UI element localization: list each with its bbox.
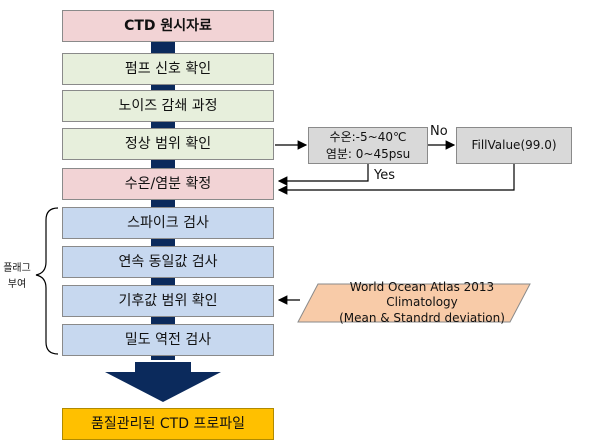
flag-label-line2: 부여 <box>7 279 27 290</box>
reference-line2: (Mean & Standrd deviation) <box>339 310 505 325</box>
down-arrow-icon <box>105 362 221 402</box>
arrow-yes <box>277 164 369 186</box>
step-final-profile: 품질관리된 CTD 프로파일 <box>62 408 274 440</box>
no-label: No <box>430 124 448 139</box>
arrow-fillvalue-return <box>277 164 515 195</box>
reference-line1: World Ocean Atlas 2013 Climatology <box>349 279 495 310</box>
step-confirm: 수온/염분 확정 <box>62 168 274 200</box>
flag-label-line1: 플래그 <box>3 263 31 274</box>
yes-label: Yes <box>374 168 395 183</box>
step-range-check: 정상 범위 확인 <box>62 128 274 160</box>
range-criteria-box: 수온:-5~40℃ 염분: 0~45psu <box>308 127 428 164</box>
step-density-inversion: 밀도 역전 검사 <box>62 324 274 356</box>
step-climatology-check: 기후값 범위 확인 <box>62 285 274 317</box>
reference-text: World Ocean Atlas 2013 Climatology (Mean… <box>318 280 526 325</box>
temperature-range: 수온:-5~40℃ <box>329 130 407 145</box>
flag-label: 플래그 부여 <box>2 261 32 293</box>
step-pump-signal: 펌프 신호 확인 <box>62 53 274 85</box>
reference-parallelogram <box>297 283 531 323</box>
step-noise-reduction: 노이즈 감쇄 과정 <box>62 90 274 122</box>
flag-group-brace <box>35 207 59 355</box>
step-spike-test: 스파이크 검사 <box>62 207 274 239</box>
salinity-range: 염분: 0~45psu <box>325 146 411 161</box>
step-raw-data: CTD 원시자료 <box>62 10 274 42</box>
fill-value-box: FillValue(99.0) <box>456 127 572 164</box>
step-continuity-test: 연속 동일값 검사 <box>62 246 274 278</box>
